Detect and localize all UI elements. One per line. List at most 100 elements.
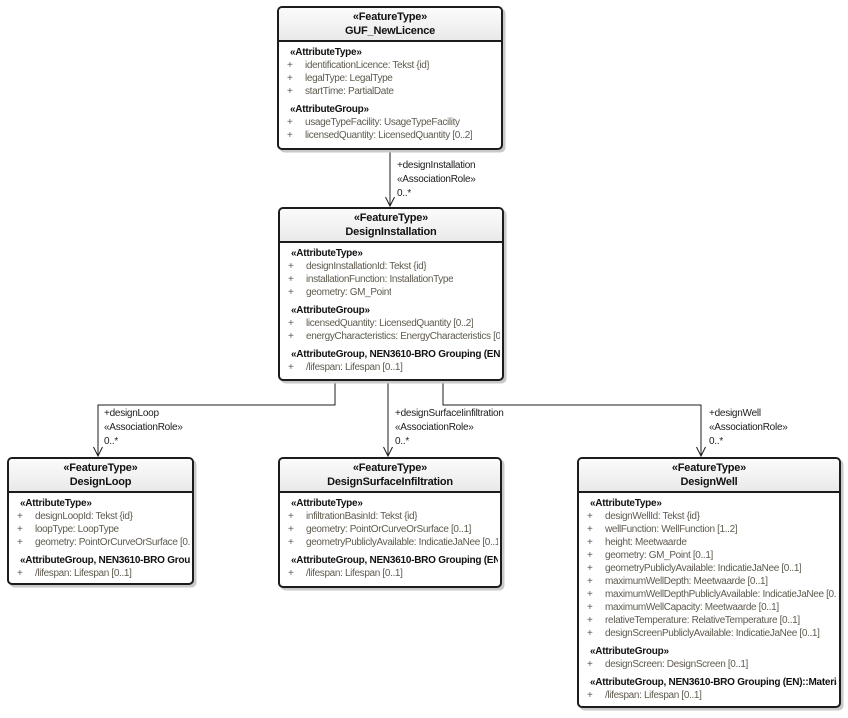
role-stereotype: «AssociationRole»	[397, 174, 476, 185]
attribute-row[interactable]: +height: Meetwaarde	[581, 536, 837, 549]
attribute-text: designScreenPubliclyAvailable: Indicatie…	[605, 628, 820, 639]
attribute-row[interactable]: +geometryPubliclyAvailable: IndicatieJaN…	[581, 562, 837, 575]
attribute-row[interactable]: +designLoopId: Tekst {id}	[11, 510, 190, 523]
class-stereotype: «FeatureType»	[352, 11, 428, 23]
attribute-text: maximumWellCapacity: Meetwaarde [0..1]	[605, 602, 779, 613]
class-box-design-loop[interactable]: «FeatureType»DesignLoop«AttributeType»+d…	[7, 457, 194, 585]
class-header: «FeatureType» GUF_NewLicence	[279, 8, 501, 42]
attribute-row[interactable]: +geometry: PointOrCurveOrSurface [0..1]	[11, 536, 190, 549]
attribute-group-header: «AttributeGroup»	[291, 305, 370, 316]
attribute-row[interactable]: +geometryPubliclyAvailable: IndicatieJaN…	[282, 536, 498, 549]
arrowhead-icon	[93, 446, 103, 458]
attribute-group-header: «AttributeGroup, NEN3610-BRO Groupin...	[20, 555, 190, 566]
attribute-text: /lifespan: Lifespan [0..1]	[605, 690, 702, 701]
attribute-row[interactable]: +maximumWellDepth: Meetwaarde [0..1]	[581, 575, 837, 588]
attribute-row[interactable]: + legalType: LegalType	[281, 72, 499, 85]
attribute-text: designScreen: DesignScreen [0..1]	[605, 659, 748, 670]
attribute-row[interactable]: +usageTypeFacility: UsageTypeFacility	[281, 116, 499, 129]
attribute-text: geometry: GM_Point	[306, 287, 392, 298]
class-box-design-well[interactable]: «FeatureType»DesignWell«AttributeType»+d…	[577, 457, 841, 708]
attribute-row[interactable]: +designScreenPubliclyAvailable: Indicati…	[581, 627, 837, 640]
attribute-group: «AttributeGroup, NEN3610-BRO Groupin...+…	[11, 554, 190, 580]
attribute-row[interactable]: +relativeTemperature: RelativeTemperatur…	[581, 614, 837, 627]
attribute-row[interactable]: +designScreen: DesignScreen [0..1]	[581, 658, 837, 671]
class-stereotype: «FeatureType»	[353, 212, 429, 224]
attribute-row[interactable]: +geometry: GM_Point [0..1]	[581, 549, 837, 562]
association-label-design-well-role: +designWell«AssociationRole»0..*	[709, 407, 788, 449]
attribute-row[interactable]: +geometry: GM_Point	[282, 286, 500, 299]
attribute-text: legalType: LegalType	[305, 73, 393, 84]
role-stereotype: «AssociationRole»	[104, 422, 183, 433]
attribute-row[interactable]: +/lifespan: Lifespan [0..1]	[581, 689, 837, 702]
attribute-group-header: «AttributeGroup»	[290, 104, 369, 115]
attribute-group: «AttributeType»+designLoopId: Tekst {id}…	[11, 497, 190, 549]
attribute-group-header: «AttributeGroup, NEN3610-BRO Grouping (E…	[291, 555, 498, 566]
attribute-row[interactable]: + maximumWellDepthPubliclyAvailable: Indi…	[581, 588, 837, 601]
class-box-design-surface-infiltration[interactable]: «FeatureType»DesignSurfaceInfiltration«A…	[278, 457, 502, 588]
attribute-group: «AttributeType»+designInstallationId: Te…	[282, 247, 500, 299]
visibility-public-icon: +	[288, 318, 294, 329]
class-attributes-compartment: «AttributeType»+designWellId: Tekst {id}…	[579, 493, 839, 704]
association-design-installation-role[interactable]	[385, 150, 395, 208]
visibility-public-icon: +	[287, 73, 293, 84]
attribute-text: geometry: PointOrCurveOrSurface [0..1]	[306, 524, 472, 535]
role-name: +designLoop	[104, 408, 159, 419]
visibility-public-icon: +	[587, 589, 593, 600]
class-stereotype: «FeatureType»	[671, 462, 747, 474]
attribute-group: «AttributeGroup, NEN3610-BRO Grouping (E…	[581, 676, 837, 702]
role-stereotype: «AssociationRole»	[709, 422, 788, 433]
attribute-row[interactable]: +designInstallationId: Tekst {id}	[282, 260, 500, 273]
attribute-group: «AttributeGroup»+licensedQuantity: Licen…	[282, 304, 500, 343]
attribute-text: designLoopId: Tekst {id}	[35, 511, 133, 522]
role-name: +designInstallation	[397, 160, 476, 171]
association-design-surface-infiltration-role[interactable]	[383, 381, 393, 458]
visibility-public-icon: +	[288, 568, 294, 579]
attribute-group: «AttributeType»+infiltrationBasinId: Tek…	[282, 497, 498, 549]
attribute-row[interactable]: +/lifespan: Lifespan [0..1]	[282, 361, 500, 374]
association-label-design-loop-role: +designLoop«AssociationRole»0..*	[104, 407, 183, 449]
attribute-row[interactable]: +/lifespan: Lifespan [0..1]	[11, 567, 190, 580]
class-header: «FeatureType»DesignLoop	[9, 459, 192, 493]
attribute-group: «AttributeGroup»+usageTypeFacility: Usag…	[281, 103, 499, 142]
visibility-public-icon: +	[17, 524, 23, 535]
attribute-row[interactable]: +maximumWellCapacity: Meetwaarde [0..1]	[581, 601, 837, 614]
role-stereotype: «AssociationRole»	[395, 422, 474, 433]
attribute-row[interactable]: +designWellId: Tekst {id}	[581, 510, 837, 523]
attribute-row[interactable]: + installationFunction: InstallationType	[282, 273, 500, 286]
visibility-public-icon: +	[587, 563, 593, 574]
attribute-group-header: «AttributeType»	[20, 498, 92, 509]
attribute-row[interactable]: +energyCharacteristics: EnergyCharacteri…	[282, 330, 500, 343]
attribute-row[interactable]: +licensedQuantity: LicensedQuantity [0..…	[282, 317, 500, 330]
attribute-group: «AttributeType»+identificationLicence: T…	[281, 46, 499, 98]
visibility-public-icon: +	[288, 331, 294, 342]
class-attributes-compartment: «AttributeType»+infiltrationBasinId: Tek…	[280, 493, 500, 582]
attribute-row[interactable]: +/lifespan: Lifespan [0..1]	[282, 567, 498, 580]
attribute-text: installationFunction: InstallationType	[306, 274, 454, 285]
attribute-text: maximumWellDepthPubliclyAvailable: Indic…	[605, 589, 837, 600]
class-name: GUF_NewLicence	[344, 25, 436, 37]
attribute-group-header: «AttributeType»	[291, 248, 363, 259]
attribute-row[interactable]: +geometry: PointOrCurveOrSurface [0..1]	[282, 523, 498, 536]
attribute-row[interactable]: +startTime: PartialDate	[281, 85, 499, 98]
attribute-row[interactable]: +loopType: LoopType	[11, 523, 190, 536]
attribute-group: «AttributeGroup, NEN3610-BRO Grouping (E…	[282, 348, 500, 374]
class-header: «FeatureType»DesignWell	[579, 459, 839, 493]
visibility-public-icon: +	[587, 524, 593, 535]
attribute-group-header: «AttributeType»	[291, 498, 363, 509]
attribute-row[interactable]: +infiltrationBasinId: Tekst {id}	[282, 510, 498, 523]
association-label-design-surface-infiltration-role: +designSurfaceIinfiltration«AssociationR…	[395, 407, 504, 449]
attribute-text: identificationLicence: Tekst {id}	[305, 60, 430, 71]
attribute-row[interactable]: +wellFunction: WellFunction [1..2]	[581, 523, 837, 536]
association-design-loop-role[interactable]	[93, 381, 336, 458]
visibility-public-icon: +	[587, 550, 593, 561]
attribute-row[interactable]: +licensedQuantity: LicensedQuantity [0..…	[281, 129, 499, 142]
attribute-row[interactable]: +identificationLicence: Tekst {id}	[281, 59, 499, 72]
visibility-public-icon: +	[288, 274, 294, 285]
attribute-text: geometry: PointOrCurveOrSurface [0..1]	[35, 537, 190, 548]
class-box-design-installation[interactable]: «FeatureType»DesignInstallation«Attribut…	[278, 207, 504, 381]
class-box-guf-newlicence[interactable]: «FeatureType» GUF_NewLicence «AttributeTyp…	[277, 6, 503, 150]
attribute-text: designInstallationId: Tekst {id}	[306, 261, 427, 272]
attribute-text: usageTypeFacility: UsageTypeFacility	[305, 117, 460, 128]
association-design-well-role[interactable]	[442, 381, 706, 458]
